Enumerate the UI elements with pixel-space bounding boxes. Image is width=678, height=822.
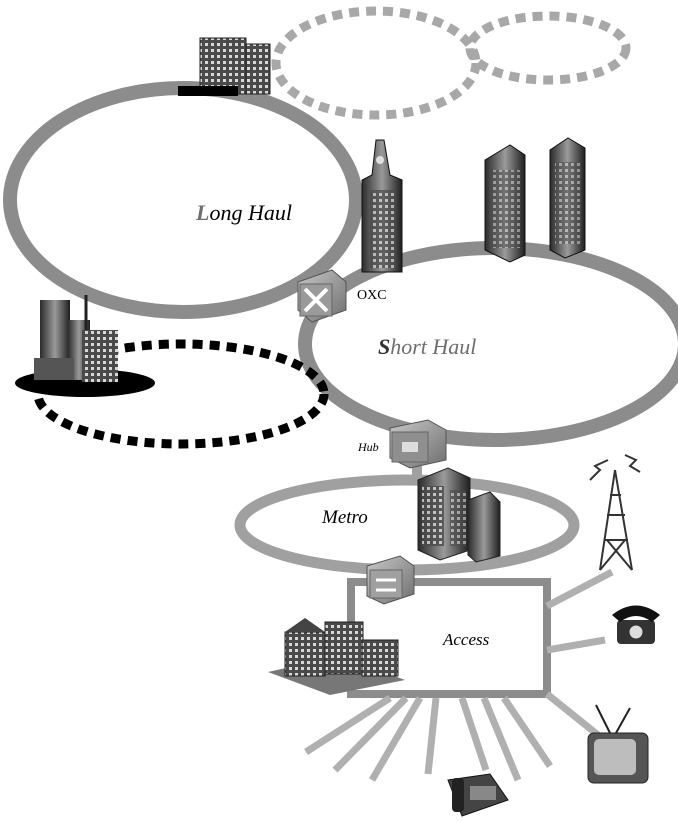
building-icon [178, 37, 271, 96]
television-icon [587, 704, 649, 784]
telephone-icon [612, 605, 660, 644]
city-icon [15, 295, 155, 397]
access-spokes [304, 568, 614, 782]
short-haul-label-first: S [378, 334, 391, 359]
long-haul-label-first: L [196, 200, 210, 225]
skyscraper-icon [484, 137, 586, 263]
hub-label: Hub [358, 440, 379, 454]
short-haul-ring [298, 241, 678, 447]
upper-dotted-rings [271, 6, 631, 120]
long-haul-ring [3, 81, 363, 319]
access-label: Access [443, 630, 490, 649]
dotted-ring-upper-left [271, 6, 481, 120]
oxc-label: OXC [357, 288, 387, 303]
oxc-switch-icon [297, 269, 347, 323]
dotted-ring-lower-left [33, 339, 329, 449]
long-haul-label-rest: ong Haul [209, 200, 292, 225]
telephone-icon [447, 773, 509, 817]
hub-switch-icon [389, 419, 447, 469]
skyscraper-icon [361, 139, 403, 273]
short-haul-label: Short Haul [378, 334, 476, 360]
radio-tower-icon [589, 454, 641, 571]
building-icon [417, 467, 501, 563]
metro-label: Metro [322, 507, 368, 528]
metro-ring [234, 474, 580, 576]
short-haul-label-rest: hort Haul [390, 334, 477, 359]
long-haul-label: Long Haul [196, 200, 292, 226]
dotted-ring-upper-right [465, 11, 631, 85]
city-icon [268, 618, 405, 695]
access-switch-icon [366, 555, 415, 605]
